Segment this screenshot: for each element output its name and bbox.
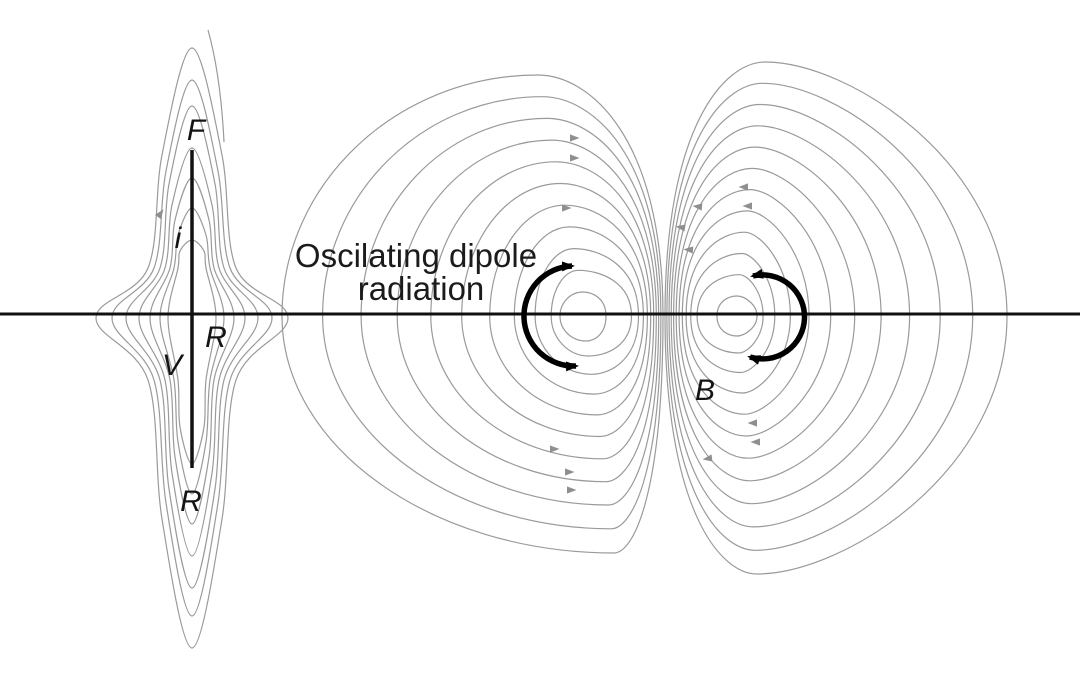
field-line — [360, 117, 660, 506]
field-line — [716, 295, 758, 337]
field-line — [149, 177, 235, 525]
flow-arrowhead — [747, 419, 757, 427]
flow-arrowhead — [567, 486, 577, 494]
field-line — [678, 188, 832, 437]
field-direction-arrows — [155, 134, 760, 494]
field-line — [396, 139, 657, 483]
field-line — [95, 47, 289, 649]
field-line — [461, 182, 652, 438]
flow-arrowhead — [565, 468, 575, 476]
field-line — [207, 29, 225, 143]
field-line — [430, 161, 655, 460]
field-line — [559, 291, 607, 342]
flow-arrowhead — [155, 209, 164, 220]
field-line — [534, 247, 640, 375]
field-line — [125, 105, 259, 589]
field-line — [690, 252, 776, 374]
field-line — [666, 82, 974, 551]
flow-arrowhead — [562, 204, 572, 212]
field-line — [668, 103, 941, 528]
field-line — [550, 269, 633, 357]
field-line — [159, 207, 225, 495]
flow-arrowhead — [702, 454, 713, 462]
flow-arrowhead — [750, 438, 760, 446]
flow-arrowhead — [738, 183, 748, 191]
flow-arrowhead — [742, 202, 752, 210]
label-v: V — [162, 349, 185, 382]
field-line — [664, 61, 1008, 575]
flow-arrowhead — [675, 224, 686, 232]
field-line — [670, 125, 911, 505]
field-line — [675, 167, 856, 459]
flow-arrowhead — [683, 246, 694, 254]
field-lines — [95, 29, 1008, 649]
caption-line-1: Oscilating dipole — [295, 237, 537, 274]
label-r-lower: R — [180, 485, 202, 518]
field-line — [321, 96, 662, 530]
flow-arrowhead — [570, 134, 580, 142]
label-r-upper: R — [205, 321, 227, 354]
flow-arrowhead — [550, 445, 560, 453]
label-b-field: B — [695, 374, 715, 407]
field-line — [513, 226, 645, 395]
oscillation-arrow-left — [521, 261, 579, 372]
field-line — [138, 147, 246, 557]
flow-arrowhead — [570, 154, 580, 162]
label-force: F — [187, 114, 207, 147]
field-line — [489, 204, 649, 416]
field-line — [681, 210, 810, 415]
field-line — [685, 231, 792, 394]
oscillation-arrow-right — [747, 268, 808, 365]
flow-arrowhead — [692, 203, 703, 211]
label-current: i — [175, 222, 183, 255]
field-line — [111, 79, 273, 617]
caption-line-2: radiation — [358, 270, 485, 307]
field-line — [281, 74, 664, 554]
